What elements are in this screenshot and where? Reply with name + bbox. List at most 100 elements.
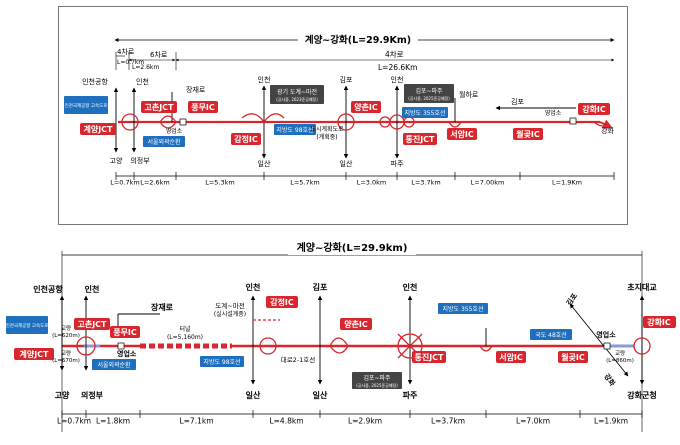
plan-segment-length: L=5.7km [290, 179, 320, 187]
plan-cross-roads [113, 85, 576, 159]
plan-segment-length: L=1.9Km [552, 179, 582, 187]
plan-interchange-loops [121, 113, 609, 131]
profile-city-road: 대로2-1호선 [281, 355, 316, 364]
profile-segment-length: L=7.1km [179, 417, 213, 426]
profile-route-ring: 서울외곽순환 [97, 361, 131, 369]
profile-bridge-2: 교량 [61, 350, 71, 357]
plan-ic-ganghwa: 강화IC [582, 104, 606, 114]
profile-route-48: 국도 48호선 [535, 331, 567, 339]
plan-toll-booth-1 [179, 118, 187, 126]
plan-panel-frame [58, 6, 628, 225]
plan-place-goyang: 고양 [110, 157, 123, 165]
plan-ic-gochon: 고촌JCT [144, 102, 174, 112]
profile-segment-length: L=4.8km [269, 417, 303, 426]
plan-place-incheon-airport: 인천공항 [82, 77, 108, 86]
plan-segment-length: L=2.6km [140, 179, 170, 187]
profile-segment-length: L=1.9km [594, 417, 628, 426]
profile-note-gimpo-paju-sub: (공사중, 2025준공예정) [356, 382, 398, 388]
plan-place-uijeongbu: 의정부 [130, 156, 150, 165]
plan-ic-gyeyang: 계양JCT [83, 124, 113, 134]
profile-bridge-2-len: (L=670m) [52, 358, 80, 364]
profile-ic-gamjeong: 감정IC [270, 297, 294, 307]
profile-place-ilsan-1: 일산 [246, 390, 261, 400]
plan-route-labels: 인천국제공항 고속도로 서울외곽순환 지방도 98호선 지방도 355호선 [64, 96, 448, 147]
profile-route-98: 지방도 98호선 [203, 358, 240, 366]
plan-route-98: 지방도 98호선 [276, 126, 313, 134]
plan-segment-length: L=7.00km [471, 179, 505, 187]
profile-tunnel-len: (L=5,160m) [167, 334, 203, 341]
plan-toll-label-1: 영업소 [166, 127, 183, 135]
profile-place-dogye: 도계~마전 [215, 301, 244, 310]
profile-place-jangjae: 장재로 [151, 302, 174, 312]
plan-segment-length: L=5.3km [205, 179, 235, 187]
plan-dim-4lane-b-label: 4차로 [385, 50, 404, 59]
plan-route-355: 지방도 355호선 [405, 109, 446, 117]
plan-note-gimpo-paju-sub: (공사중, 2025준공예정) [408, 95, 450, 101]
plan-dim-4lane-b-length: L=26.6Km [378, 63, 417, 72]
plan-ic-seoam: 서암IC [450, 129, 474, 139]
profile-segment-length: L=7.0km [516, 417, 550, 426]
profile-bridge-3-len: (L=860m) [606, 358, 634, 364]
profile-place-ilsan-2: 일산 [313, 390, 328, 400]
plan-panel: 계양~강화(L=29.9Km) 4차로 L=0.7km 6차로 L=2.6km … [64, 32, 615, 187]
profile-other-labels: 교량 (L=620m) 교량 (L=670m) 영업소 터널 (L=5,160m… [52, 325, 634, 364]
plan-place-paju: 파주 [391, 159, 404, 168]
profile-place-chojidaegyo: 초지대교 [627, 282, 657, 292]
profile-tunnel-label: 터널 [179, 325, 190, 333]
profile-place-incheon-airport: 인천공항 [33, 284, 63, 294]
profile-notes: 김포~파주 (공사중, 2025준공예정) [352, 372, 402, 389]
plan-city-road: 도시계획도로 [310, 125, 344, 133]
plan-place-gimpo-1: 김포 [340, 76, 353, 84]
plan-dim-4lane-a-length: L=0.7km [117, 59, 144, 66]
plan-ic-labels: 계양JCT 고촌JCT 풍무IC 감정IC 양촌IC 통진JCT 서암IC 월곶… [80, 101, 610, 145]
profile-panel: 계양~강화(L=29.9km) [6, 240, 676, 432]
plan-place-wolha: 월하로 [459, 90, 479, 99]
profile-bridge-1: 교량 [61, 325, 71, 332]
profile-place-uijeongbu: 의정부 [81, 390, 104, 400]
plan-city-road-sub: (계획중) [316, 133, 337, 141]
plan-segment-length: L=3.7km [411, 179, 441, 187]
profile-place-labels: 인천공항 인천 장재로 인천 도계~마전 (실시설계중) 김포 인천 초지대교 … [33, 282, 657, 400]
plan-route-ring: 서울외곽순환 [147, 138, 181, 146]
plan-other-labels: 영업소 영업소 도시계획도로 (계획중) [166, 109, 562, 141]
plan-segment-length: L=3.0km [357, 179, 387, 187]
profile-ic-gochon: 고촌JCT [77, 319, 107, 329]
profile-segment-length: L=0.7km [57, 417, 91, 426]
plan-dim-4lane-a-label: 4차로 [117, 47, 135, 56]
profile-place-ganghwa-office: 강화군청 [627, 390, 656, 400]
plan-ic-pungmu: 풍무IC [191, 103, 215, 112]
profile-toll-booth-1 [117, 342, 125, 350]
plan-title: 계양~강화(L=29.9Km) [305, 34, 411, 46]
plan-place-labels: 인천공항 인천 장재로 인천 김포 인천 월하로 김포 고양 의정부 일산 일산… [82, 75, 614, 168]
profile-route-labels: 인천국제공항 고속도로 서울외곽순환 지방도 98호선 지방도 355호선 국도… [6, 303, 572, 370]
plan-ic-gamjeong: 감정IC [234, 134, 258, 144]
profile-route-airport-expwy: 인천국제공항 고속도로 [6, 322, 49, 329]
plan-place-ilsan-1: 일산 [258, 159, 271, 168]
profile-ic-gyeyang: 계양JCT [19, 349, 49, 359]
plan-place-jangjae: 장재로 [186, 85, 206, 94]
plan-toll-booth-2 [569, 117, 577, 125]
profile-toll-label-1: 영업소 [117, 349, 137, 358]
profile-place-gimpo-2: 김포 [564, 291, 579, 307]
profile-place-incheon-1: 인천 [85, 284, 100, 294]
plan-ic-tongjin: 통진JCT [405, 134, 435, 144]
profile-ic-labels: 계양JCT 고촌JCT 풍무IC 감정IC 양촌IC 통진JCT 서암IC 월곶… [14, 296, 676, 363]
profile-cross-roads [59, 295, 645, 385]
profile-ic-pungmu: 풍무IC [113, 328, 137, 337]
plan-place-incheon-2: 인천 [258, 75, 271, 84]
plan-note-dogye-sub: (공사중, 2023준공예정) [276, 96, 318, 102]
profile-bridge-3: 교량 [615, 350, 625, 357]
plan-segment-length: L=0.7km [110, 179, 140, 187]
profile-ic-ganghwa: 강화IC [647, 317, 671, 327]
plan-dim-6lane-label: 6차로 [150, 50, 168, 59]
profile-ic-wolgot: 월곶IC [561, 352, 585, 362]
plan-place-incheon-3: 인천 [391, 75, 404, 84]
profile-place-dogye-sub: (실시설계중) [214, 310, 246, 318]
profile-place-goyang: 고양 [55, 390, 70, 400]
profile-note-gimpo-paju: 김포~파주 [363, 374, 391, 382]
plan-place-gimpo-2: 김포 [511, 98, 524, 106]
plan-plan-notes: 광기 도계~마전 (공사중, 2023준공예정) 김포~파주 (공사중, 202… [270, 84, 454, 104]
